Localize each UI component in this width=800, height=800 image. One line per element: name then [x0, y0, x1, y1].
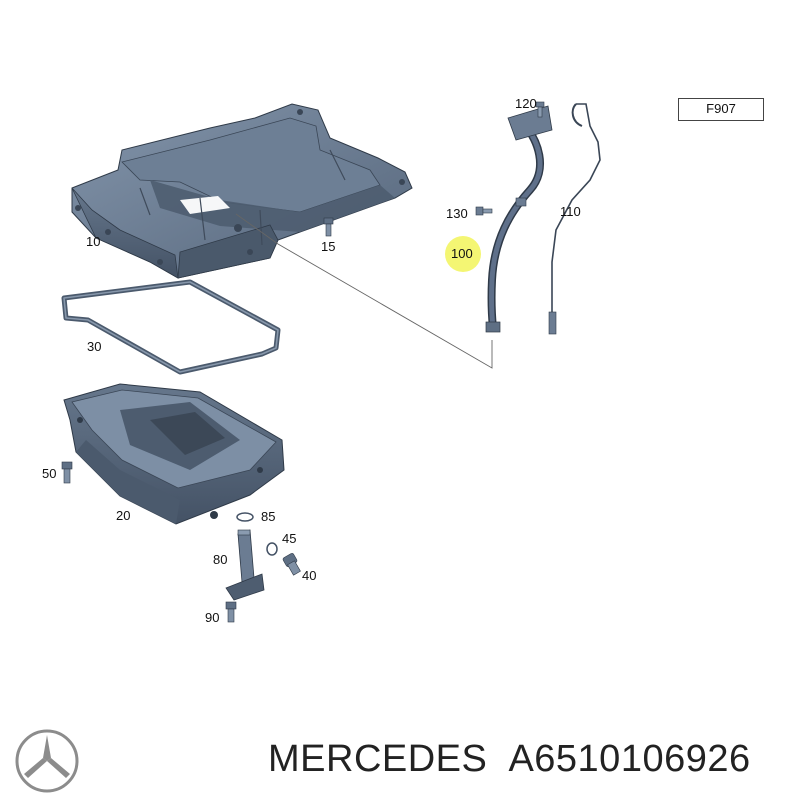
oil-tube-80 [225, 529, 265, 601]
part-number: A6510106926 [508, 738, 751, 780]
callout-30: 30 [87, 339, 102, 354]
upper-oil-pan [71, 103, 413, 279]
callout-20: 20 [116, 508, 131, 523]
dipstick-110 [548, 103, 601, 335]
screw-130 [475, 206, 493, 216]
gasket-30 [61, 279, 281, 375]
o-ring-85 [236, 512, 254, 522]
callout-100: 100 [451, 246, 473, 261]
callout-highlight [445, 236, 481, 272]
callout-90: 90 [205, 610, 220, 625]
callout-120: 120 [515, 96, 537, 111]
brand-name: MERCEDES [268, 738, 488, 780]
leader-line [235, 213, 493, 369]
callout-110: 110 [560, 204, 581, 219]
callout-85: 85 [261, 509, 276, 524]
brand-logo [15, 729, 79, 793]
callout-80: 80 [213, 552, 228, 567]
part-footer: MERCEDES A6510106926 [268, 738, 751, 781]
callout-45: 45 [282, 531, 297, 546]
bolt-15 [323, 217, 334, 237]
callout-50: 50 [42, 466, 57, 481]
o-ring-45 [266, 542, 278, 556]
lower-oil-pan [63, 383, 285, 525]
callout-10: 10 [86, 234, 101, 249]
screw-120 [535, 101, 545, 118]
callout-40: 40 [302, 568, 317, 583]
figure-code: F907 [706, 101, 736, 116]
bolt-50 [61, 461, 73, 484]
bolt-90 [225, 601, 237, 623]
callout-130: 130 [446, 206, 468, 221]
dipstick-tube-100 [485, 105, 553, 333]
callout-15: 15 [321, 239, 336, 254]
figure-code-box: F907 [678, 98, 764, 121]
drain-plug-40 [282, 553, 301, 576]
